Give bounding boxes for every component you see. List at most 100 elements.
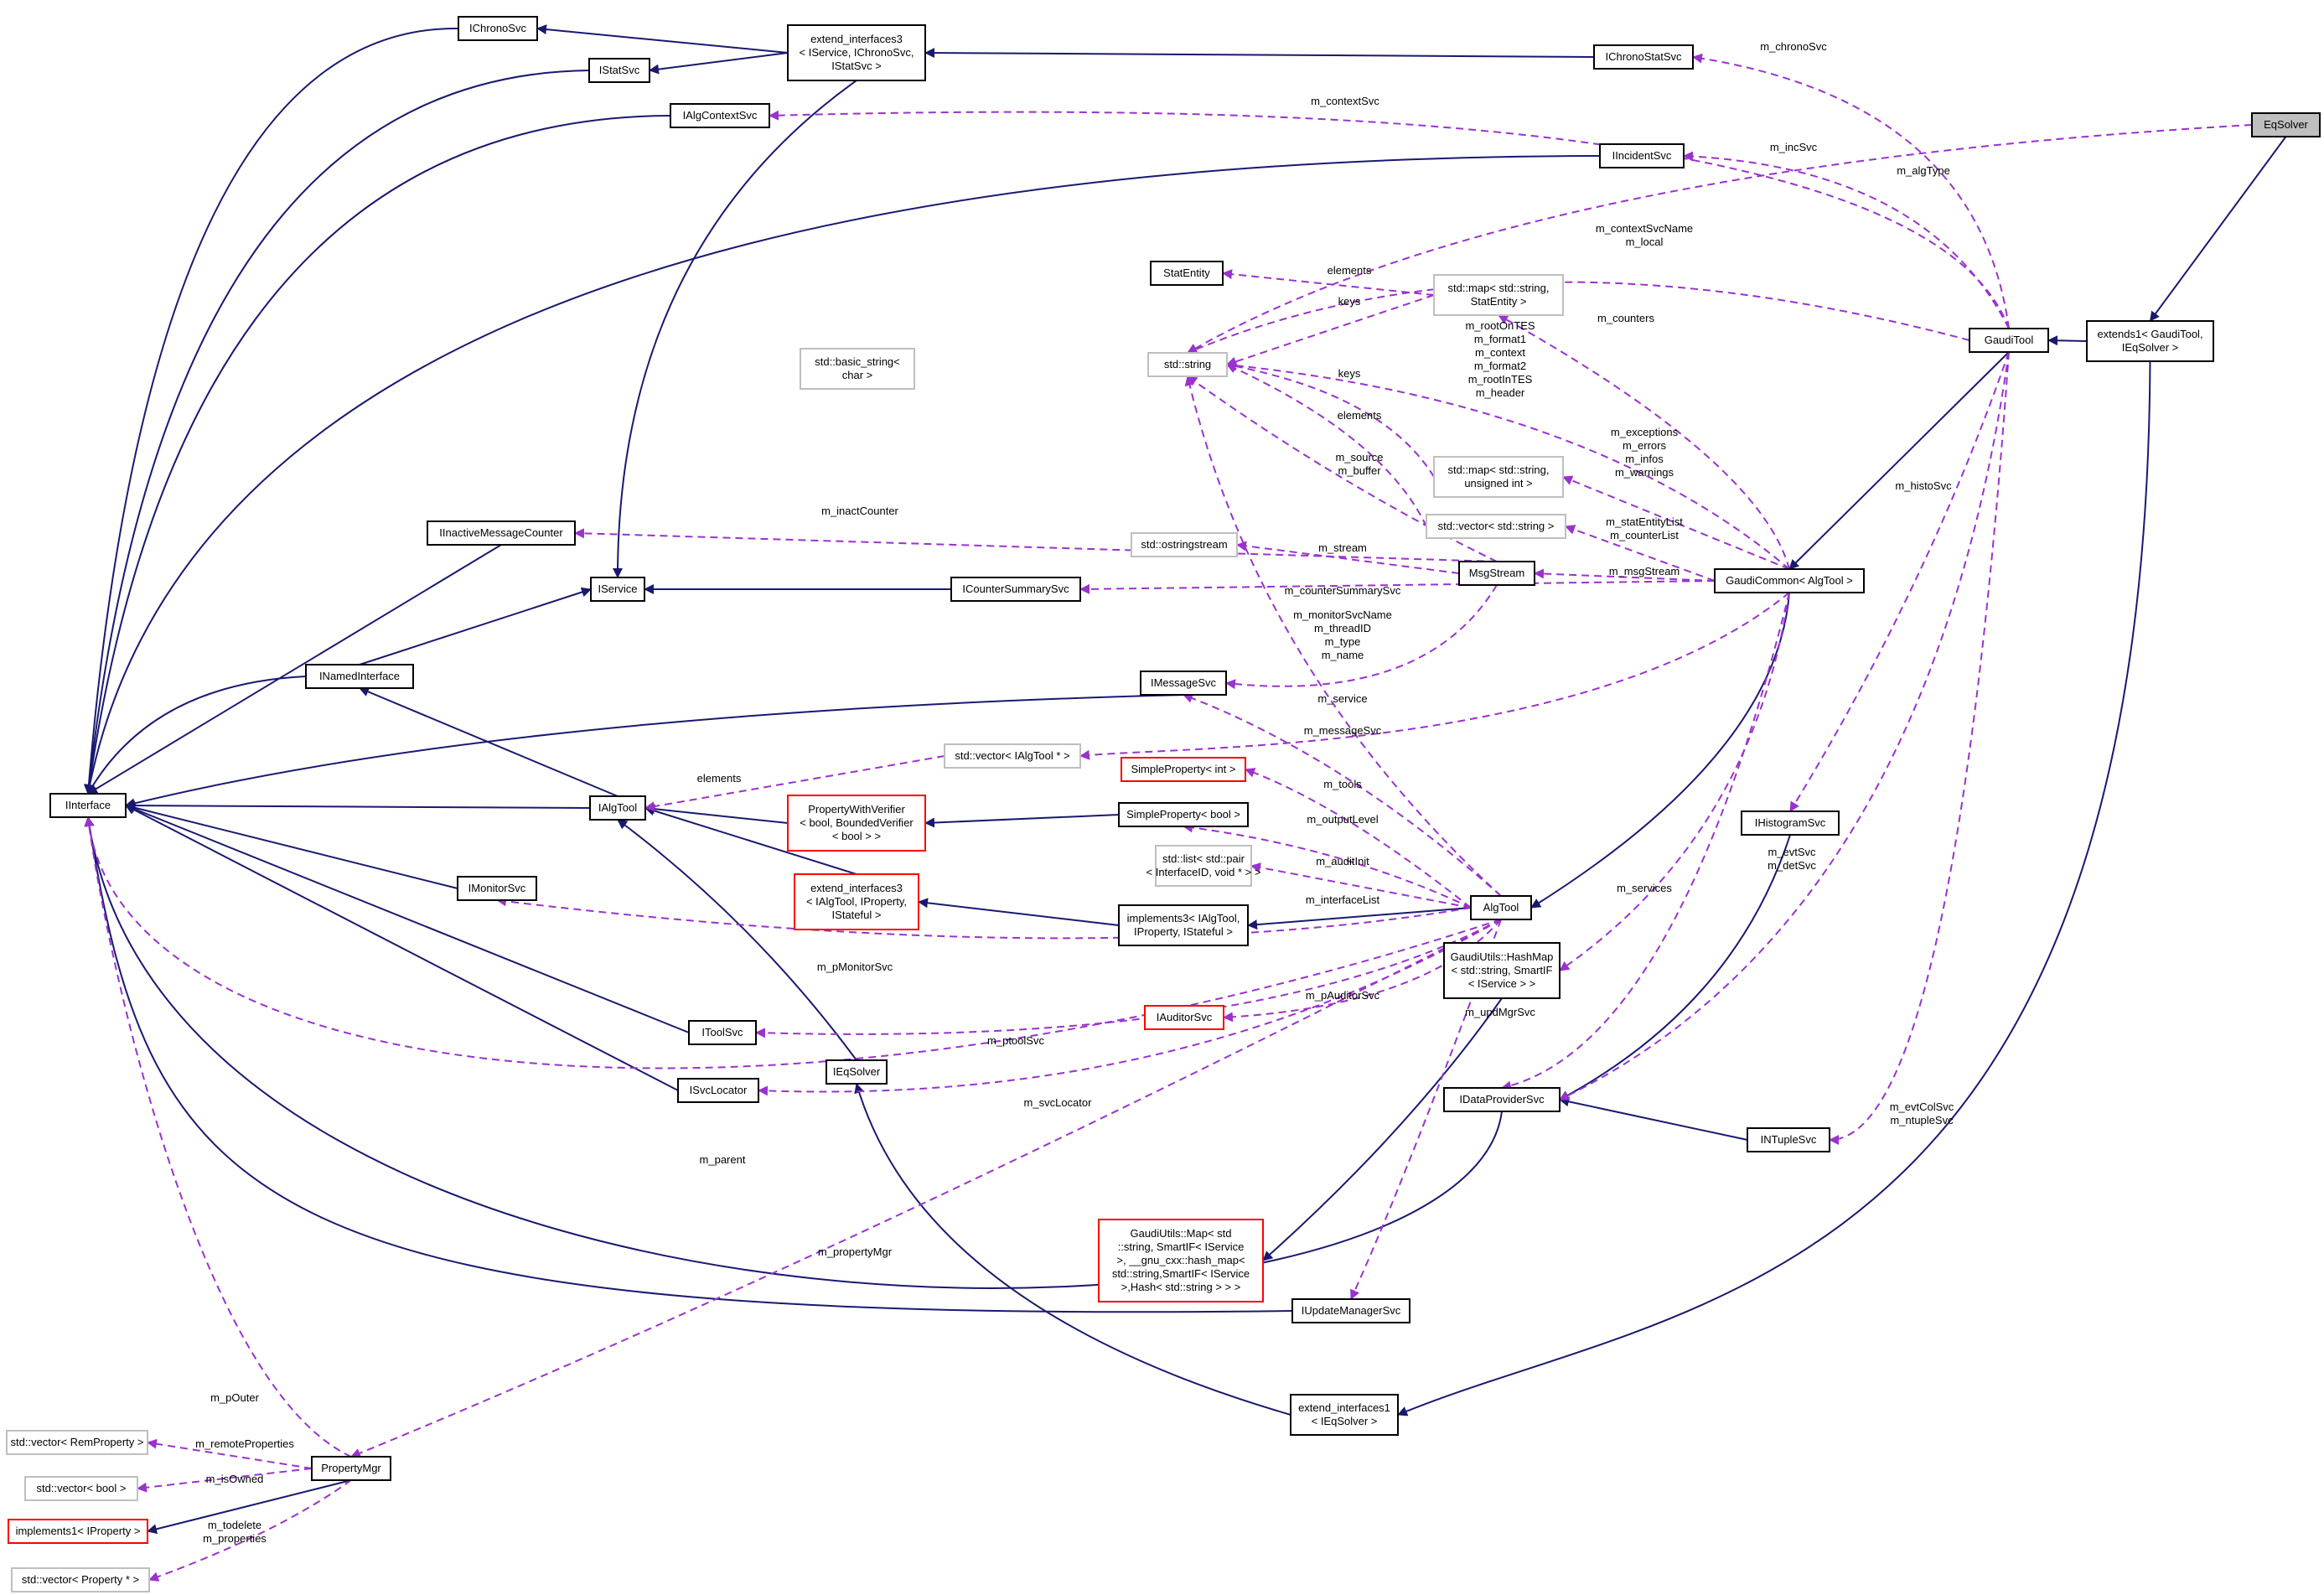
class-node-box — [950, 577, 1081, 602]
inheritance-edge-ext3algtool-to-IAlgTool — [644, 805, 857, 875]
class-node-hashmap[interactable]: GaudiUtils::HashMap< std::string, SmartI… — [1443, 942, 1561, 999]
inheritance-edge-IMessageSvc-to-IInterface — [125, 694, 1184, 809]
class-node-idataprovidersvc[interactable]: IDataProviderSvc — [1443, 1087, 1561, 1112]
edge-label-m-inactcounter: m_inactCounter — [821, 505, 898, 517]
usage-edge-AlgTool-to-stdString — [1184, 375, 1502, 897]
class-node-extends1[interactable]: extends1< GaudiTool,IEqSolver > — [2086, 320, 2214, 362]
class-node-listpair[interactable]: std::list< std::pair< InterfaceID, void … — [1146, 845, 1261, 887]
class-node-box — [1433, 456, 1564, 498]
class-node-iservice[interactable]: IService — [590, 577, 645, 602]
class-node-isvclocator[interactable]: ISvcLocator — [677, 1078, 759, 1103]
class-node-ialgcontextsvc[interactable]: IAlgContextSvc — [670, 103, 770, 128]
class-node-label: IUpdateManagerSvc — [1302, 1304, 1401, 1317]
usage-edge-AlgTool-to-PropertyMgr — [350, 919, 1502, 1458]
class-node-ichronostatsvc[interactable]: IChronoStatSvc — [1593, 44, 1694, 70]
class-node-stdstring[interactable]: std::string — [1147, 352, 1228, 377]
edge-label-m-messagesvc: m_messageSvc — [1304, 724, 1382, 737]
class-node-iauditorsvc[interactable]: IAuditorSvc — [1144, 1005, 1224, 1030]
class-node-label: implements3< IAlgTool,IProperty, IStatef… — [1127, 912, 1240, 938]
class-node-box — [6, 1430, 148, 1455]
class-node-imessagesvc[interactable]: IMessageSvc — [1140, 671, 1227, 696]
inheritance-edge-IAlgContextSvc-to-IInterface — [84, 115, 671, 795]
class-node-ihistogramsvc[interactable]: IHistogramSvc — [1741, 810, 1840, 836]
class-node-mapuint[interactable]: std::map< std::string,unsigned int > — [1433, 456, 1564, 498]
class-node-label: IMessageSvc — [1151, 676, 1217, 689]
class-node-simplepropbool[interactable]: SimpleProperty< bool > — [1118, 802, 1249, 827]
class-node-vecrem[interactable]: std::vector< RemProperty > — [6, 1430, 148, 1455]
class-node-label: ICounterSummarySvc — [962, 583, 1069, 595]
class-node-ext1eq[interactable]: extend_interfaces1< IEqSolver > — [1290, 1394, 1399, 1436]
class-node-box — [688, 1020, 757, 1045]
class-node-impl1[interactable]: implements1< IProperty > — [8, 1519, 148, 1544]
class-node-simplepropint[interactable]: SimpleProperty< int > — [1121, 757, 1246, 782]
class-node-vecalgtool[interactable]: std::vector< IAlgTool * > — [944, 743, 1081, 769]
usage-edge-mapStat-to-stdString — [1226, 294, 1435, 367]
class-node-box — [1144, 1005, 1224, 1030]
class-node-ostringstream[interactable]: std::ostringstream — [1131, 532, 1238, 557]
class-node-iupdatemanagersvc[interactable]: IUpdateManagerSvc — [1291, 1298, 1410, 1323]
class-node-iinactivemessagecounter[interactable]: IInactiveMessageCounter — [427, 520, 576, 546]
class-node-iincidentsvc[interactable]: IIncidentSvc — [1599, 143, 1685, 168]
class-node-gaudicommon[interactable]: GaudiCommon< AlgTool > — [1714, 568, 1865, 593]
class-node-box — [49, 793, 127, 818]
inheritance-edge-INamedInterface-to-IService — [359, 587, 592, 665]
class-node-msgstream[interactable]: MsgStream — [1458, 561, 1535, 586]
edge-label-m-service: m_service — [1317, 692, 1367, 705]
class-node-vecprop[interactable]: std::vector< Property * > — [11, 1567, 150, 1592]
class-node-basicstring[interactable]: std::basic_string<char > — [800, 348, 915, 390]
class-node-ext3algtool[interactable]: extend_interfaces3< IAlgTool, IProperty,… — [794, 873, 919, 930]
usage-edge-PropertyMgr-to-IInterface — [84, 816, 352, 1458]
class-node-box — [1290, 1394, 1399, 1436]
class-node-label: SimpleProperty< int > — [1131, 763, 1235, 775]
class-node-statentity[interactable]: StatEntity — [1150, 261, 1224, 286]
usage-edge-MsgStream-to-IMessageSvc — [1225, 584, 1498, 690]
class-node-algtool[interactable]: AlgTool — [1470, 895, 1532, 920]
usage-edge-GaudiCommon-to-mapStat — [1498, 314, 1790, 570]
usage-edge-AlgTool-to-IToolSvc — [755, 919, 1502, 1038]
class-node-box — [1098, 1219, 1264, 1302]
class-node-ichronosvc[interactable]: IChronoSvc — [458, 16, 538, 41]
class-node-label: IDataProviderSvc — [1459, 1093, 1545, 1106]
class-node-gauditool[interactable]: GaudiTool — [1969, 328, 2049, 353]
class-node-label: extend_interfaces3< IService, IChronoSvc… — [800, 33, 914, 72]
class-node-box — [590, 577, 645, 602]
class-node-inamedinterface[interactable]: INamedInterface — [305, 664, 414, 689]
inheritance-edge-IChronoSvc-to-IInterface — [83, 27, 459, 795]
class-node-vecbool[interactable]: std::vector< bool > — [24, 1476, 138, 1501]
class-node-label: PropertyWithVerifier< bool, BoundedVerif… — [800, 803, 914, 842]
class-node-imonitorsvc[interactable]: IMonitorSvc — [457, 876, 537, 901]
class-node-eqsolver[interactable]: EqSolver — [2251, 112, 2321, 137]
inheritance-edge-HashMap-to-GUMap — [1262, 997, 1503, 1261]
class-node-propertymgr[interactable]: PropertyMgr — [311, 1456, 391, 1481]
class-node-gumap[interactable]: GaudiUtils::Map< std::string, SmartIF< I… — [1098, 1219, 1264, 1302]
class-node-ialgtool[interactable]: IAlgTool — [589, 795, 646, 821]
class-node-mapstat[interactable]: std::map< std::string,StatEntity > — [1433, 274, 1564, 316]
inheritance-edge-IToolSvc-to-IInterface — [125, 804, 690, 1033]
class-node-propwithverifier[interactable]: PropertyWithVerifier< bool, BoundedVerif… — [787, 795, 926, 852]
usage-edge-AlgTool-to-IMonitorSvc — [496, 896, 1472, 940]
usage-edge-MsgStream-to-IInactiveMessageCounter — [574, 528, 1498, 562]
class-node-iinterface[interactable]: IInterface — [49, 793, 127, 818]
class-node-istatsvc[interactable]: IStatSvc — [588, 58, 650, 83]
class-node-label: AlgTool — [1483, 901, 1519, 914]
class-node-vecstring[interactable]: std::vector< std::string > — [1426, 514, 1566, 539]
class-node-itoolsvc[interactable]: IToolSvc — [688, 1020, 757, 1045]
class-node-ext3chrono[interactable]: extend_interfaces3< IService, IChronoSvc… — [787, 24, 926, 81]
inheritance-edge-PropertyMgr-to-impl1 — [147, 1479, 352, 1535]
inheritance-edge-IMonitorSvc-to-IInterface — [125, 802, 458, 889]
class-node-icountersummarysvc[interactable]: ICounterSummarySvc — [950, 577, 1081, 602]
class-node-box — [1747, 1127, 1830, 1152]
class-node-label: std::list< std::pair< InterfaceID, void … — [1146, 852, 1261, 878]
class-node-box — [1121, 757, 1246, 782]
class-node-intuplesvc[interactable]: INTupleSvc — [1747, 1127, 1830, 1152]
class-node-ieqsolver[interactable]: IEqSolver — [826, 1059, 888, 1085]
class-node-label: extend_interfaces1< IEqSolver > — [1298, 1401, 1390, 1427]
class-node-label: IChronoStatSvc — [1605, 50, 1682, 63]
class-node-impl3[interactable]: implements3< IAlgTool,IProperty, IStatef… — [1118, 904, 1249, 946]
edge-label-elements-stat: elements — [1328, 264, 1372, 277]
